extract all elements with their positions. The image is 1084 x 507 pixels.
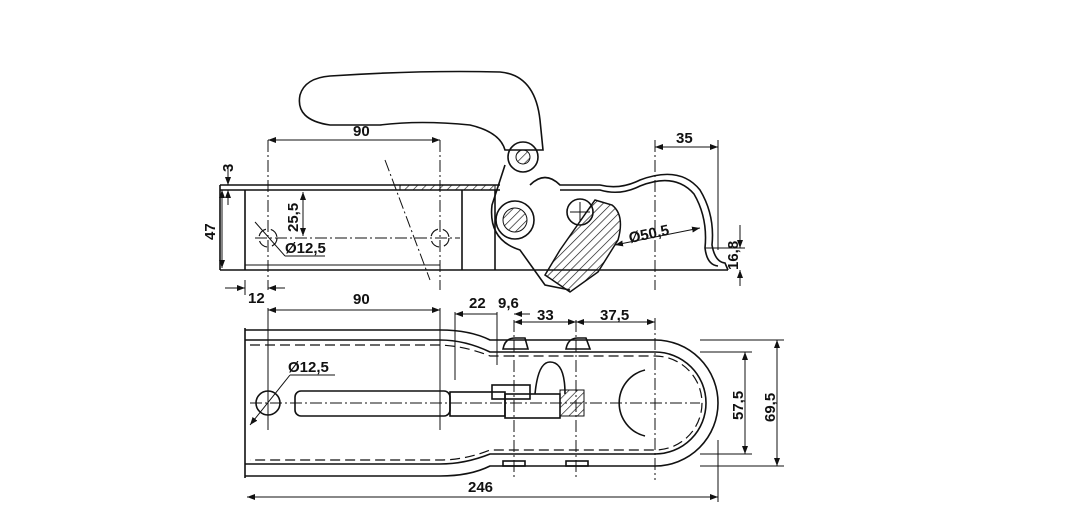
- dim-outer-width: 69,5: [762, 393, 779, 422]
- dim-hole-spacing: 90: [353, 291, 370, 308]
- dim-hole-height: 25,5: [285, 203, 302, 232]
- dim-hole-diameter: Ø12,5: [285, 240, 326, 257]
- dim-top-hole-diameter: Ø12,5: [288, 359, 329, 376]
- side-view: 90 3 47 25,5 Ø12,5 12 35 Ø50,5 16,8: [202, 70, 745, 307]
- locking-mechanism: [495, 198, 622, 293]
- dim-c: 33: [537, 307, 554, 324]
- dim-ball-diameter: Ø50,5: [627, 222, 671, 247]
- dim-ball-offset: 35: [676, 130, 693, 147]
- top-view: 90 22 9,6 33 37,5 Ø12,5 57,5 69,5 246: [244, 291, 784, 502]
- dim-length-top: 90: [353, 123, 370, 140]
- dim-height: 47: [202, 223, 219, 240]
- dim-inner-width: 57,5: [730, 391, 747, 420]
- handle: [298, 70, 571, 291]
- dim-b: 9,6: [498, 295, 519, 312]
- pivot-pin-icon: [507, 141, 539, 173]
- dim-ball-height: 16,8: [725, 241, 742, 270]
- dim-a: 22: [469, 295, 486, 312]
- centerlines: [255, 140, 719, 290]
- body-outline: [244, 328, 719, 478]
- dim-d: 37,5: [600, 307, 629, 324]
- top-dimension-lines: [247, 307, 784, 502]
- dimension-lines: [219, 137, 745, 295]
- housing-outline: [219, 173, 729, 271]
- dim-total-length: 246: [468, 479, 493, 496]
- top-centerlines: [250, 308, 700, 480]
- dim-wall: 3: [220, 164, 237, 172]
- dim-hole-offset: 12: [248, 290, 265, 307]
